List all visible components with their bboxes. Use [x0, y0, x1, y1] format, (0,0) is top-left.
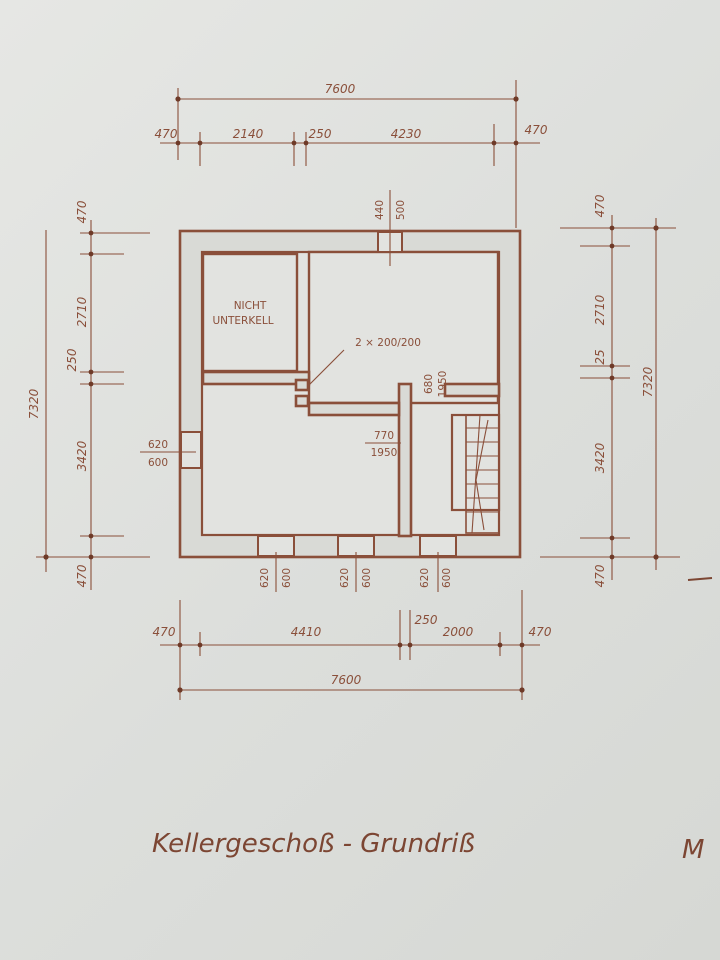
left-seg-1: 470	[75, 200, 89, 223]
left-total: 7320	[27, 388, 41, 419]
top-seg-4: 4230	[391, 127, 422, 141]
dimension-top: 7600 470 2140 250 4230 470	[155, 80, 548, 228]
top-seg-1: 470	[155, 127, 178, 141]
dimension-left: 7320 470 2710 250 3420 470	[27, 200, 150, 590]
left-seg-4: 3420	[75, 440, 89, 471]
bottom-seg-2: 4410	[291, 625, 322, 639]
door-right-bottom: 1950	[437, 371, 449, 398]
window1-b: 600	[281, 568, 293, 588]
room-not-basement	[201, 252, 299, 373]
sheet-mark: M	[682, 835, 704, 865]
top-seg-3: 250	[309, 127, 332, 141]
chimney-dim-b: 500	[395, 200, 407, 220]
right-seg-3: 25	[593, 349, 607, 364]
edge-mark	[687, 577, 713, 581]
bottom-total: 7600	[331, 673, 362, 687]
interior-walls	[201, 370, 501, 538]
wall-horizontal-mid	[307, 401, 401, 417]
door-center-bottom: 1950	[371, 447, 398, 459]
right-seg-1: 470	[593, 194, 607, 217]
opening-left-wall	[180, 431, 202, 469]
right-seg-2: 2710	[593, 294, 607, 325]
bottom-seg-4: 2000	[443, 625, 474, 639]
right-total: 7320	[641, 366, 655, 397]
wall-horizontal-left	[201, 370, 311, 386]
right-seg-5: 470	[593, 564, 607, 587]
opening-note: 2 × 200/200	[355, 337, 421, 349]
room-label-line2: UNTERKELL	[212, 315, 273, 327]
vent-opening-2	[294, 394, 310, 408]
staircase	[450, 413, 501, 534]
window1-a: 620	[259, 568, 271, 588]
room-label-line1: NICHT	[234, 300, 267, 312]
door-center-top: 770	[374, 430, 394, 442]
right-seg-4: 3420	[593, 442, 607, 473]
window3-b: 600	[441, 568, 453, 588]
window2-b: 600	[361, 568, 373, 588]
window3-a: 620	[419, 568, 431, 588]
opening-left-top: 620	[148, 439, 168, 451]
vent-opening-1	[294, 378, 310, 392]
bottom-seg-5: 470	[529, 625, 552, 639]
dimension-right: 470 2710 25 3420 470 7320	[540, 194, 680, 587]
window2-a: 620	[339, 568, 351, 588]
top-total: 7600	[325, 82, 356, 96]
top-seg-5: 470	[525, 123, 548, 137]
drawing-title: Kellergeschoß - Grundriß	[152, 829, 475, 859]
top-seg-2: 2140	[233, 127, 264, 141]
dimension-bottom: 470 4410 250 2000 470 7600	[153, 590, 552, 700]
left-seg-3: 250	[65, 348, 79, 371]
left-seg-5: 470	[75, 564, 89, 587]
chimney-dim-a: 440	[374, 200, 386, 220]
door-right-top: 680	[423, 374, 435, 394]
window-dims: 620 600 620 600 620 600	[259, 552, 453, 592]
bottom-seg-1: 470	[153, 625, 176, 639]
left-seg-2: 2710	[75, 296, 89, 327]
wall-vertical-center	[397, 382, 413, 538]
bottom-seg-3: 250	[415, 613, 438, 627]
room-upper-right	[307, 250, 500, 405]
wall-horizontal-stair	[443, 382, 501, 398]
opening-left-bottom: 600	[148, 457, 168, 469]
